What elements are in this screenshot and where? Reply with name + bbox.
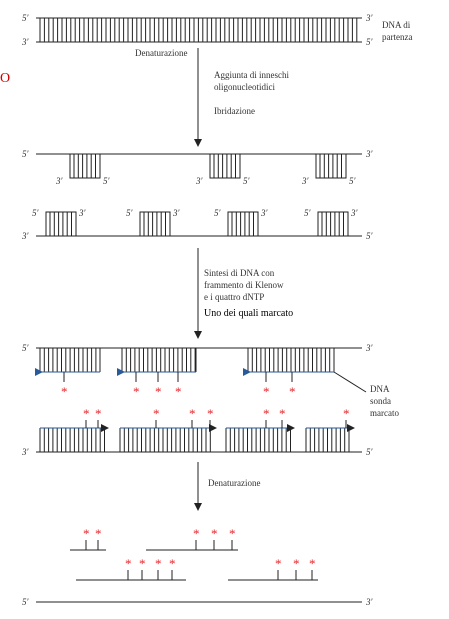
primer-end-3: 3′ [350,208,359,218]
primer-end-3: 3′ [55,176,64,186]
side-mark: O [0,71,10,86]
end-5-top-right: 5′ [366,37,374,47]
synthesis-label: Sintesi di DNA con [204,268,275,278]
synthesis-label-3: e i quattro dNTP [204,292,264,302]
label-star: * [211,526,218,541]
probe-label-3: marcato [370,408,399,418]
end-5-top: 5′ [22,13,30,23]
primer-end-3: 3′ [172,208,181,218]
primer-end-3: 3′ [195,176,204,186]
primer: 5′ 3′ [304,208,359,236]
hybridization-label: Ibridazione [214,106,255,116]
dna-start-label-2: partenza [382,32,412,42]
new-strand: * [305,406,355,452]
end-5-ss1: 5′ [22,149,30,159]
label-star: * [263,384,270,399]
label-star: * [275,556,282,571]
label-star: * [153,406,160,421]
end-3-top-right: 3′ [365,13,374,23]
label-star: * [61,384,68,399]
new-strand: ** [243,348,335,399]
label-star: * [175,384,182,399]
label-star: * [279,406,286,421]
new-strand: * * * [117,348,197,399]
primer-end-5: 5′ [243,176,251,186]
label-star: * [155,384,162,399]
primer: 5′ 3′ [32,208,87,236]
label-star: * [289,384,296,399]
label-star: * [95,406,102,421]
label-star: * [125,556,132,571]
end-3-ss2: 3′ [21,231,30,241]
label-star: * [343,406,350,421]
end-3-ss1: 3′ [365,149,374,159]
denaturation-label: Denaturazione [135,48,187,58]
new-strand: ** [39,406,109,452]
primer-end-5: 5′ [214,208,222,218]
denaturation2-label: Denaturazione [208,478,260,488]
marked-note: Uno dei quali marcato [204,308,293,319]
primer-end-5: 5′ [103,176,111,186]
label-star: * [263,406,270,421]
label-star: * [95,526,102,541]
labeled-probe: * * * * [76,556,186,581]
starting-dsdna [36,17,362,43]
end-5-ext1: 5′ [22,343,30,353]
primer-end-5: 5′ [32,208,40,218]
probe-label: DNA [370,384,390,394]
primers-label-2: oligonucleotidici [214,82,275,92]
end-3-final: 3′ [365,597,374,607]
label-star: * [193,526,200,541]
label-star: * [139,556,146,571]
probe-pointer [333,371,367,393]
label-star: * [133,384,140,399]
primer: 3′ 5′ [195,154,251,186]
label-star: * [309,556,316,571]
primer-end-3: 3′ [78,208,87,218]
synthesis-label-2: frammento di Klenow [204,280,284,290]
label-star: * [189,406,196,421]
primer-end-3: 3′ [260,208,269,218]
end-3-ext2: 3′ [21,447,30,457]
end-5-ext2: 5′ [366,447,374,457]
probe-label-2: sonda [370,396,391,406]
primers-label: Aggiunta di inneschi [214,70,289,80]
new-strand: * [35,348,101,399]
primer: 5′ 3′ [126,208,181,236]
end-5-final: 5′ [22,597,30,607]
label-star: * [293,556,300,571]
primer-end-3: 3′ [301,176,310,186]
label-star: * [83,526,90,541]
primer-end-5: 5′ [126,208,134,218]
labeled-probe: * * * [228,556,318,581]
label-star: * [83,406,90,421]
new-strand: ** [225,406,295,452]
label-star: * [207,406,214,421]
dna-start-label: DNA di [382,20,411,30]
label-star: * [229,526,236,541]
end-3-top: 3′ [21,37,30,47]
primer-end-5: 5′ [349,176,357,186]
label-star: * [155,556,162,571]
label-star: * [169,556,176,571]
labeled-probe: * * * [146,526,238,551]
labeled-probe: ** [70,526,106,551]
end-3-ext1: 3′ [365,343,374,353]
primer: 3′ 5′ [55,154,111,186]
primer: 3′ 5′ [301,154,357,186]
primer: 5′ 3′ [214,208,269,236]
new-strand: * * * [119,406,217,452]
primer-end-5: 5′ [304,208,312,218]
end-5-ss2: 5′ [366,231,374,241]
